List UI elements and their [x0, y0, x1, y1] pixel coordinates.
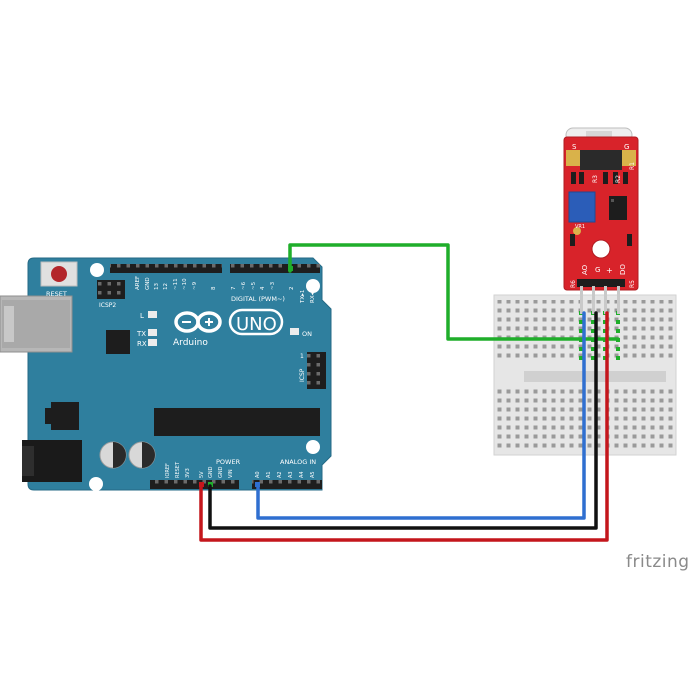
module-pin-gnd: [592, 286, 595, 314]
pin-label-9: ~9: [192, 281, 198, 290]
icsp-header: [307, 352, 326, 389]
reset-button-cap[interactable]: [51, 266, 67, 282]
pin-label-2: 2: [289, 287, 295, 291]
pin-label-a4: A4: [299, 471, 305, 478]
potentiometer[interactable]: [568, 191, 596, 223]
module-r6-label: R6: [570, 280, 577, 288]
digital-header-low: [230, 264, 320, 273]
pin-label-a3: A3: [288, 471, 294, 478]
module-plus-label: +: [606, 266, 613, 275]
pin-label-5v: 5V: [199, 471, 205, 478]
smd-resistor: [603, 172, 608, 184]
module-gnd-label: G: [595, 266, 600, 274]
smd-component: [627, 234, 632, 246]
analog-header-label: ANALOG IN: [280, 458, 316, 466]
pin-label-a0: A0: [255, 471, 261, 478]
pin-label-aref: AREF: [135, 276, 141, 290]
power-pin-labels: IOREF RESET 3V3 5V GND GND VIN A0 A1 A2 …: [165, 461, 316, 478]
pin-label-gnd1: GND: [208, 466, 214, 478]
pin-label-ioref: IOREF: [165, 463, 171, 478]
module-ao-label: AO: [581, 264, 589, 275]
module-r2-label: R2: [615, 175, 622, 183]
module-g-label: G: [624, 143, 629, 151]
module-pin-ao: [580, 286, 583, 314]
arduino-uno-board: RESET ICSP2 AREF GND 13 12 ~11 ~10 ~9 8 …: [0, 257, 332, 491]
smd-component: [570, 234, 575, 246]
wire-red-5v-to-vcc[interactable]: [199, 311, 609, 542]
module-do-label: DO: [619, 264, 627, 275]
mounting-hole: [89, 477, 103, 491]
smd-resistor: [623, 172, 628, 184]
voltage-regulator: [51, 402, 79, 430]
pin-label-13: 13: [154, 283, 160, 290]
pin-label-a1: A1: [266, 471, 272, 478]
led-rx: [148, 339, 157, 346]
pin-label-vin: VIN: [228, 469, 234, 478]
atmega-chip: [154, 408, 320, 436]
module-r5-label: R5: [629, 280, 636, 288]
power-header-label: POWER: [216, 458, 241, 466]
smd-resistor: [571, 172, 576, 184]
module-header: [577, 279, 625, 287]
mounting-hole: [306, 279, 320, 293]
analog-header: [252, 480, 322, 489]
module-mounting-hole: [591, 239, 611, 259]
module-r3-label: R3: [592, 175, 599, 183]
pin-label-10: ~10: [182, 278, 188, 290]
module-vr1-label: VR1: [575, 224, 585, 230]
on-led: [290, 328, 299, 335]
pin-label-4: 4: [260, 286, 266, 290]
pin-label-gnd2: GND: [218, 466, 224, 478]
digital-pin-labels: AREF GND 13 12 ~11 ~10 ~9 8 7 ~6 ~5 4 ~3…: [135, 276, 316, 304]
pin-label-6: ~6: [241, 281, 247, 290]
module-pin-do: [617, 286, 620, 314]
pin-label-12: 12: [163, 283, 169, 290]
icsp2-header: [97, 280, 125, 299]
wire-blue-a0-to-ao[interactable]: [256, 311, 586, 520]
pin-label-8: 8: [211, 286, 217, 290]
pin-label-3v3: 3V3: [185, 468, 191, 478]
sensor-module: S G R3 R2 R1 VR1 R6 R5 AO G + DO: [563, 127, 639, 314]
pin-label-3: ~3: [270, 281, 276, 290]
usb-chip: [106, 330, 130, 354]
pin-label-gnd: GND: [145, 277, 151, 290]
wire-green-d2-to-do[interactable]: [288, 243, 620, 341]
arduino-brand-text: Arduino: [173, 338, 208, 348]
on-led-label: ON: [302, 330, 312, 338]
led-l-label: L: [140, 312, 144, 320]
reset-label: RESET: [46, 290, 67, 298]
led-rx-label: RX: [137, 340, 147, 348]
pin-label-a2: A2: [277, 471, 283, 478]
wire-black-gnd-to-g[interactable]: [208, 311, 598, 530]
pin-label-reset: RESET: [175, 461, 181, 478]
pin-label-5: ~5: [251, 281, 257, 290]
led-l: [148, 311, 157, 318]
module-pin-vcc: [604, 286, 607, 314]
pin-label-11: ~11: [173, 278, 179, 290]
fritzing-watermark: fritzing: [626, 552, 690, 572]
digital-header-label: DIGITAL (PWM~): [231, 295, 285, 303]
smd-resistor: [579, 172, 584, 184]
led-tx: [148, 329, 157, 336]
module-r1-label: R1: [629, 162, 636, 170]
module-s-label: S: [572, 143, 577, 151]
smd-resistor: [613, 172, 618, 184]
pin-label-7: 7: [231, 286, 237, 290]
pin-label-tx1: TX▸1: [300, 290, 306, 304]
icsp2-label: ICSP2: [99, 302, 116, 309]
pin-label-a5: A5: [310, 471, 316, 478]
icsp-label: ICSP: [299, 368, 306, 382]
uno-text: UNO: [236, 314, 277, 335]
led-tx-label: TX: [136, 330, 146, 338]
digital-header-high: [110, 264, 222, 273]
pin-label-rx0: RX◂0: [310, 289, 316, 303]
power-header: [150, 480, 239, 489]
mounting-hole: [90, 263, 104, 277]
mounting-hole: [306, 440, 320, 454]
arduino-logo-icon: [174, 311, 222, 333]
module-pins: [580, 286, 620, 314]
uno-badge: [228, 308, 284, 336]
icsp-pin1-label: 1: [300, 353, 304, 360]
